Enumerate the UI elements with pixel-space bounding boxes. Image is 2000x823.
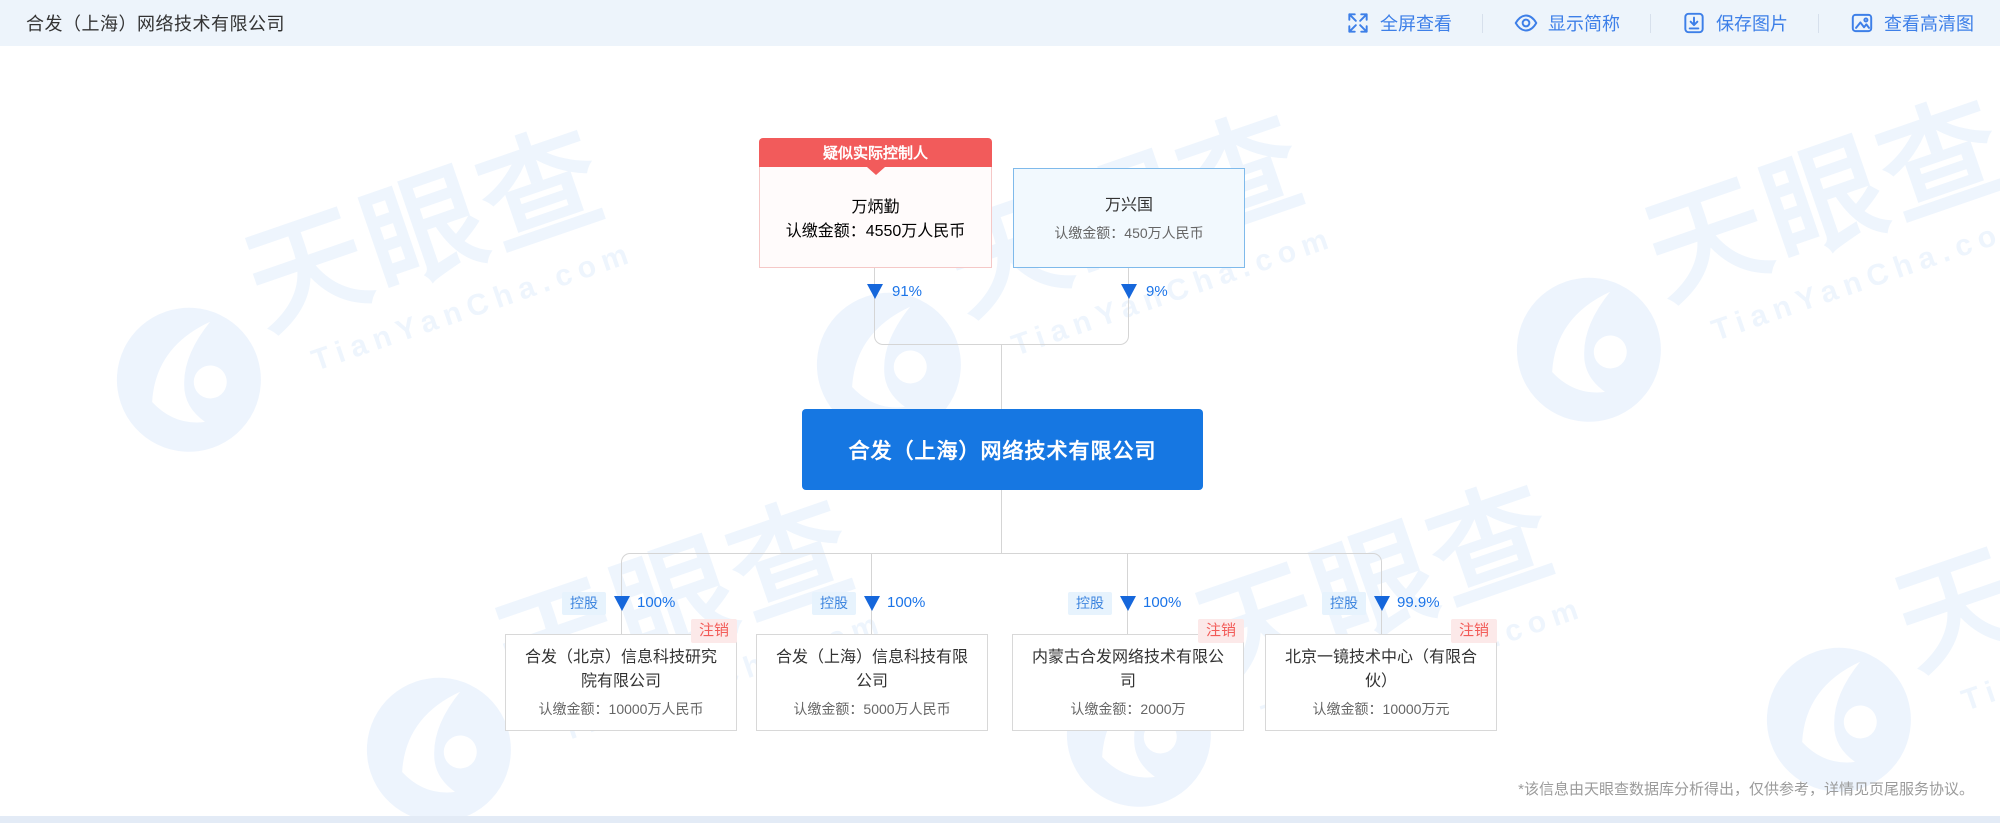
save-image-label: 保存图片 [1716, 14, 1788, 34]
arrow-down-icon [867, 284, 883, 299]
connector-line [874, 330, 1129, 345]
shareholder-node-controller[interactable]: 疑似实际控制人 万炳勤 认缴金额：4550万人民币 [759, 138, 992, 268]
save-image-button[interactable]: 保存图片 [1681, 10, 1788, 36]
subsidiary-name: 北京一镜技术中心（有限合伙） [1284, 649, 1477, 690]
subsidiary-amount: 认缴金额：10000万人民币 [538, 701, 704, 717]
subsidiary-name: 合发（北京）信息科技研究院有限公司 [524, 649, 717, 690]
topbar: 合发（上海）网络技术有限公司 全屏查看 显示简称 [0, 0, 2000, 46]
main-company-name: 合发（上海）网络技术有限公司 [848, 439, 1157, 463]
holding-percent-label[interactable]: 100% [1143, 594, 1182, 611]
toolbar-divider [1650, 13, 1651, 33]
holding-percent-label[interactable]: 99.9% [1397, 594, 1440, 611]
shareholder-name: 万兴国 [1104, 196, 1153, 214]
connector-line [874, 268, 875, 331]
status-badge: 注销 [1197, 619, 1244, 643]
connector-line [1127, 554, 1128, 634]
shareholder-amount: 认缴金额：450万人民币 [1054, 224, 1204, 241]
eye-icon [1514, 14, 1538, 32]
share-percent-label[interactable]: 91% [892, 283, 923, 300]
arrow-down-icon [1120, 596, 1136, 611]
arrow-down-icon [1121, 284, 1137, 299]
main-company-node[interactable]: 合发（上海）网络技术有限公司 [802, 409, 1203, 490]
holding-percent-label[interactable]: 100% [887, 594, 926, 611]
subsidiary-node[interactable]: 注销 内蒙古合发网络技术有限公司 认缴金额：2000万 [1012, 619, 1244, 731]
view-hd-image-label: 查看高清图 [1884, 14, 1974, 34]
relation-badge: 控股 [1068, 592, 1112, 615]
subsidiary-name: 内蒙古合发网络技术有限公司 [1031, 649, 1224, 690]
relation-badge: 控股 [812, 592, 856, 615]
status-badge: 注销 [690, 619, 737, 643]
fullscreen-button[interactable]: 全屏查看 [1345, 10, 1452, 36]
page-title: 合发（上海）网络技术有限公司 [26, 14, 285, 34]
hd-image-icon [1851, 13, 1873, 33]
tianyancha-logo-icon [1516, 277, 1661, 422]
show-abbreviation-label: 显示简称 [1548, 14, 1620, 34]
tianyancha-logo-icon [116, 307, 261, 452]
holding-percent-label[interactable]: 100% [637, 594, 676, 611]
toolbar-divider [1482, 13, 1483, 33]
toolbar: 全屏查看 显示简称 保存图片 [1345, 10, 1974, 36]
connector-line [1001, 345, 1002, 409]
connector-line [621, 553, 1382, 568]
relation-badge: 控股 [562, 592, 606, 615]
arrow-down-icon [614, 596, 630, 611]
subsidiary-node[interactable]: 注销 合发（北京）信息科技研究院有限公司 认缴金额：10000万人民币 [505, 619, 737, 731]
bottom-strip [0, 816, 2000, 823]
subsidiary-amount: 认缴金额：10000万元 [1312, 701, 1450, 717]
fullscreen-icon [1348, 13, 1368, 33]
relation-badge: 控股 [1322, 592, 1366, 615]
subsidiary-name: 合发（上海）信息科技有限公司 [775, 649, 968, 690]
connector-line [1128, 268, 1129, 331]
subsidiary-node[interactable]: 合发（上海）信息科技有限公司 认缴金额：5000万人民币 [756, 634, 988, 731]
suspected-controller-tag: 疑似实际控制人 [759, 138, 992, 167]
shareholder-node[interactable]: 万兴国 认缴金额：450万人民币 [1013, 168, 1245, 268]
subsidiary-amount: 认缴金额：5000万人民币 [793, 701, 951, 717]
share-percent-label[interactable]: 9% [1146, 283, 1168, 300]
shareholder-amount: 认缴金额：4550万人民币 [785, 223, 966, 240]
connector-line [1001, 490, 1002, 554]
connector-line [871, 554, 872, 634]
disclaimer-text: *该信息由天眼查数据库分析得出，仅供参考，详情见页尾服务协议。 [1518, 781, 1974, 798]
toolbar-divider [1818, 13, 1819, 33]
show-abbreviation-button[interactable]: 显示简称 [1513, 10, 1620, 36]
fullscreen-label: 全屏查看 [1380, 14, 1452, 34]
subsidiary-node[interactable]: 注销 北京一镜技术中心（有限合伙） 认缴金额：10000万元 [1265, 619, 1497, 731]
download-icon [1684, 12, 1704, 34]
arrow-down-icon [864, 596, 880, 611]
subsidiary-amount: 认缴金额：2000万 [1070, 701, 1186, 717]
view-hd-image-button[interactable]: 查看高清图 [1849, 10, 1974, 36]
shareholder-name: 万炳勤 [851, 199, 900, 216]
status-badge: 注销 [1450, 619, 1497, 643]
arrow-down-icon [1374, 596, 1390, 611]
